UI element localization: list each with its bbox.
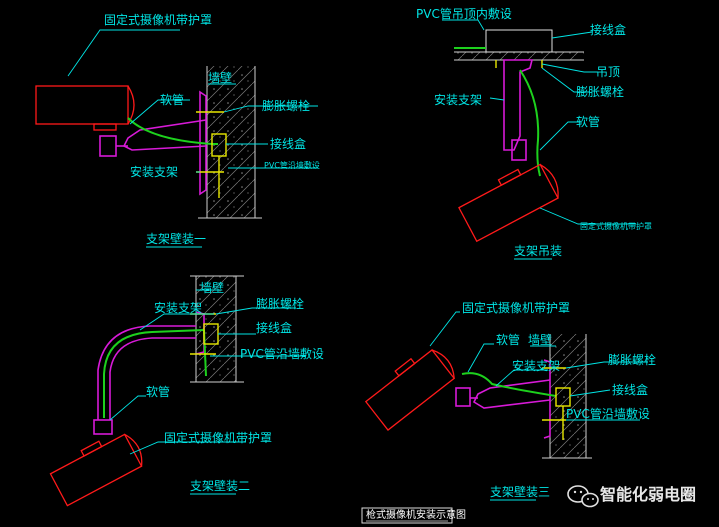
diagram-wall-mount-one: 固定式摄像机带护罩 软管 墙壁 膨胀螺栓 接线盒 PVC管沿墙敷设 安装支架 支… bbox=[35, 12, 320, 248]
label-wall-2: 墙壁 bbox=[200, 280, 224, 295]
hose bbox=[127, 117, 218, 145]
caption-ceiling-mount: 支架吊装 bbox=[514, 244, 562, 258]
label-hose-1: 软管 bbox=[160, 92, 184, 107]
footer: 枪式摄像机安装示意图 智能化弱电圈 bbox=[361, 485, 696, 524]
bracket-pole bbox=[503, 59, 534, 151]
wechat-icon bbox=[567, 485, 599, 508]
bracket-curved bbox=[97, 325, 196, 420]
label-bracket-1: 安装支架 bbox=[130, 164, 178, 179]
label-bolt-3: 膨胀螺栓 bbox=[256, 296, 304, 311]
wall-section-2 bbox=[196, 276, 236, 382]
label-pvc-1: PVC管沿墙敷设 bbox=[264, 160, 320, 170]
camera-housing-2 bbox=[49, 433, 143, 507]
hose-3 bbox=[461, 372, 557, 397]
label-bracket-3: 安装支架 bbox=[154, 300, 202, 315]
label-bolt-2: 膨胀螺栓 bbox=[576, 84, 624, 99]
camera-housing-3 bbox=[364, 349, 456, 431]
caption-wall-mount-three: 支架壁装三 bbox=[490, 484, 550, 499]
label-camera-housing-3: 固定式摄像机带护罩 bbox=[164, 430, 272, 445]
label-bolt-4: 膨胀螺栓 bbox=[608, 352, 656, 367]
diagram-wall-mount-two: 墙壁 安装支架 膨胀螺栓 接线盒 PVC管沿墙敷设 软管 固定式摄像机带护罩 支… bbox=[49, 275, 324, 507]
label-box-3: 接线盒 bbox=[256, 320, 292, 335]
watermark-text: 智能化弱电圈 bbox=[600, 485, 696, 504]
camera-housing bbox=[35, 85, 129, 125]
label-bolt-1: 膨胀螺栓 bbox=[262, 98, 310, 113]
label-camera-housing-1: 固定式摄像机带护罩 bbox=[104, 12, 212, 27]
drawing-title: 枪式摄像机安装示意图 bbox=[366, 508, 466, 521]
bracket-arm bbox=[122, 119, 207, 151]
label-camera-housing-4: 固定式摄像机带护罩 bbox=[462, 300, 570, 315]
label-wall-3: 墙壁 bbox=[528, 332, 552, 347]
wall-section bbox=[207, 66, 255, 218]
label-box-4: 接线盒 bbox=[612, 382, 648, 397]
label-bracket-2: 安装支架 bbox=[434, 92, 482, 107]
label-ceiling-2: 吊顶 bbox=[596, 65, 620, 79]
label-hose-4: 软管 bbox=[496, 332, 520, 347]
diagram-ceiling-mount: PVC管吊顶内敷设 接线盒 吊顶 膨胀螺栓 安装支架 软管 固定式摄像机带护罩 … bbox=[416, 6, 652, 260]
ceiling-section bbox=[454, 52, 584, 60]
label-hose-2: 软管 bbox=[576, 114, 600, 129]
caption-wall-mount-two: 支架壁装二 bbox=[190, 478, 250, 493]
caption-wall-mount-one: 支架壁装一 bbox=[146, 231, 206, 246]
label-pvc-3: PVC管沿墙敷设 bbox=[240, 346, 324, 361]
label-box-1: 接线盒 bbox=[270, 136, 306, 151]
diagram-wall-mount-three: 固定式摄像机带护罩 软管 墙壁 安装支架 膨胀螺栓 接线盒 PVC管沿墙敷设 支… bbox=[364, 300, 656, 501]
label-bracket-4: 安装支架 bbox=[512, 358, 560, 373]
label-wall-1: 墙壁 bbox=[208, 70, 232, 85]
label-box-2: 接线盒 bbox=[590, 22, 626, 37]
hose-2 bbox=[103, 329, 205, 418]
junction-box-ceiling bbox=[485, 29, 553, 53]
wall-plate bbox=[199, 90, 207, 196]
label-hose-3: 软管 bbox=[146, 384, 170, 399]
label-pvc-4: PVC管沿墙敷设 bbox=[566, 406, 650, 421]
label-pvc-2: PVC管吊顶内敷设 bbox=[416, 6, 512, 21]
label-camera-housing-2: 固定式摄像机带护罩 bbox=[580, 221, 652, 231]
camera-housing-ceiling bbox=[458, 163, 559, 243]
